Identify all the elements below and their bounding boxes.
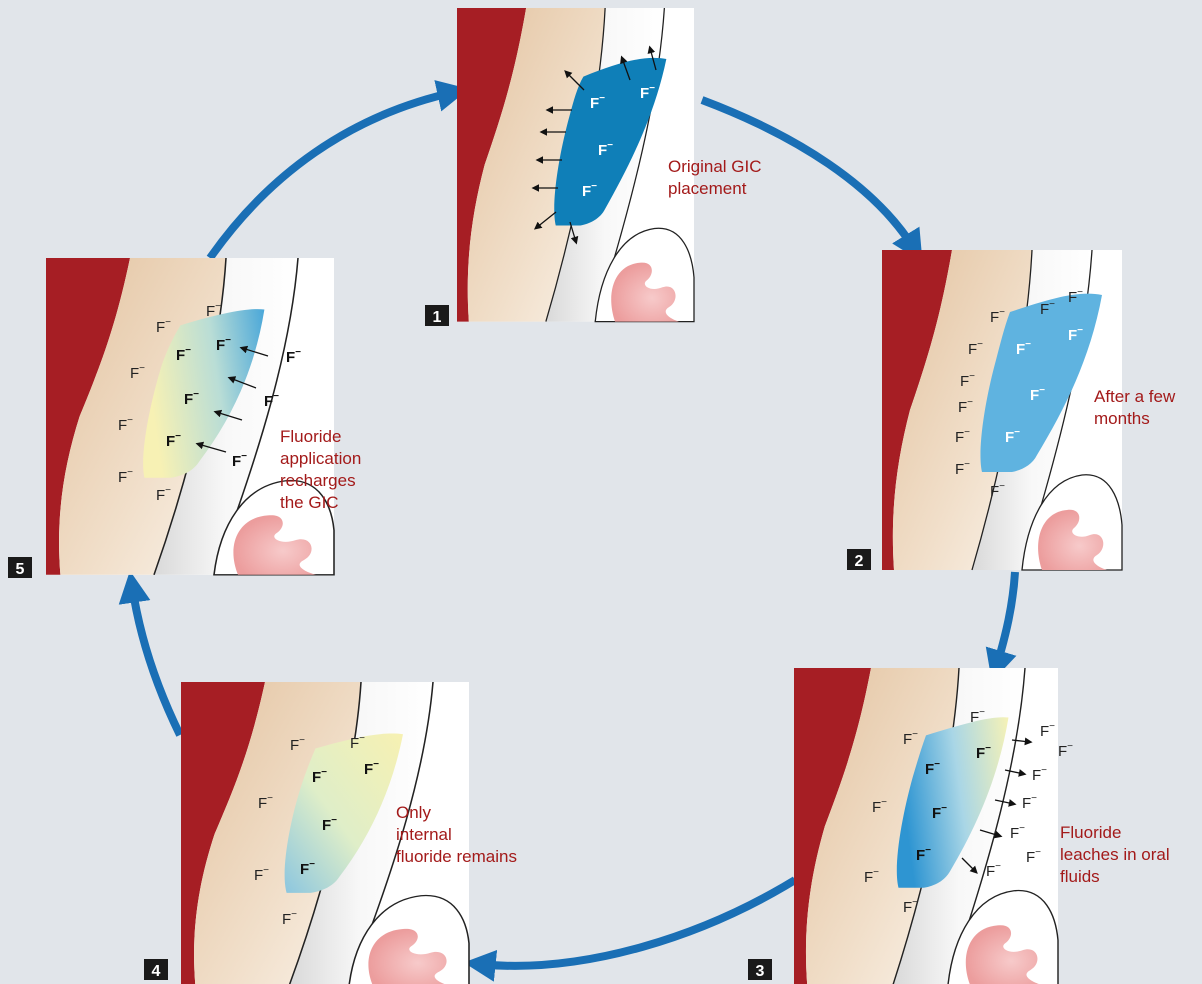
svg-text:1: 1 — [433, 309, 442, 326]
caption-line: the GIC — [280, 493, 339, 512]
caption-line: Fluoride — [280, 427, 341, 446]
caption-line: fluoride remains — [396, 847, 517, 866]
panel-3-number-badge: 3 — [748, 959, 772, 980]
caption-line: Only — [396, 803, 431, 822]
caption-line: recharges — [280, 471, 356, 490]
caption-line: Fluoride — [1060, 823, 1121, 842]
panel-4-number-badge: 4 — [144, 959, 168, 980]
caption-line: After a few — [1094, 387, 1176, 406]
caption-line: months — [1094, 409, 1150, 428]
panel-2-number-badge: 2 — [847, 549, 871, 570]
panel-1-number-badge: 1 — [425, 305, 449, 326]
panel-5-number-badge: 5 — [8, 557, 32, 578]
caption-line: fluids — [1060, 867, 1100, 886]
panel-1 — [457, 8, 694, 322]
caption-line: Original GIC — [668, 157, 762, 176]
svg-text:3: 3 — [756, 963, 765, 980]
caption-line: internal — [396, 825, 452, 844]
panel-2 — [882, 250, 1122, 570]
caption-line: leaches in oral — [1060, 845, 1170, 864]
caption-line: placement — [668, 179, 747, 198]
panel-5 — [46, 258, 334, 575]
svg-text:5: 5 — [16, 561, 25, 578]
caption-line: application — [280, 449, 361, 468]
svg-text:4: 4 — [152, 963, 161, 980]
svg-text:2: 2 — [855, 553, 864, 570]
